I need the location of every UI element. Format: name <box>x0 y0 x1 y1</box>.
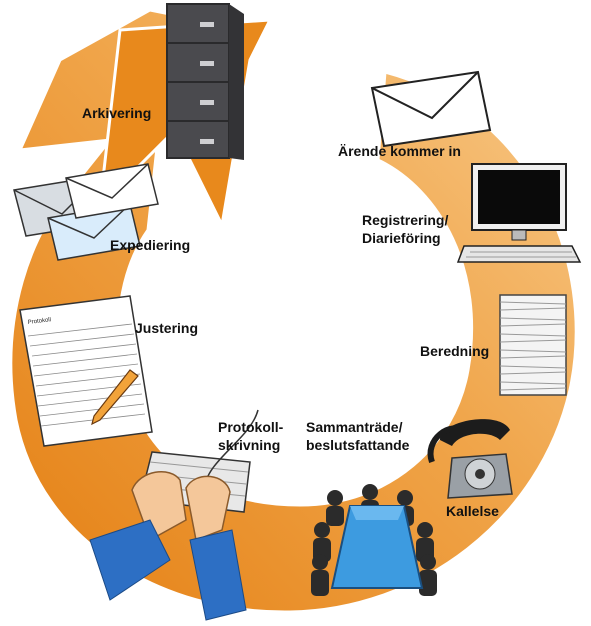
label-protokoll-line2: skrivning <box>218 437 280 453</box>
envelope-icon <box>370 70 492 148</box>
label-sammantrade-line1: Sammanträde/ <box>306 419 403 435</box>
keyboard-hands-icon <box>89 409 259 621</box>
computer-icon <box>456 163 582 263</box>
document-title: Protokoll <box>28 317 52 326</box>
label-sammantrade-line2: beslutsfattande <box>306 437 410 453</box>
document-pen-icon: Protokoll <box>19 295 153 447</box>
label-arkivering: Arkivering <box>82 105 151 121</box>
label-kallelse: Kallelse <box>446 503 499 519</box>
label-protokoll-line1: Protokoll- <box>218 419 284 435</box>
label-registrering-line2: Diarieföring <box>362 230 441 246</box>
file-cabinet-icon <box>166 3 244 160</box>
label-registrering-line1: Registrering/ <box>362 212 448 228</box>
label-arende: Ärende kommer in <box>338 143 461 159</box>
label-beredning: Beredning <box>420 343 489 359</box>
envelopes-icon <box>13 163 159 261</box>
meeting-table-icon <box>311 484 437 596</box>
label-justering: Justering <box>135 320 198 336</box>
paper-stack-icon <box>499 294 567 396</box>
telephone-icon <box>427 419 513 499</box>
label-expediering: Expediering <box>110 237 190 253</box>
